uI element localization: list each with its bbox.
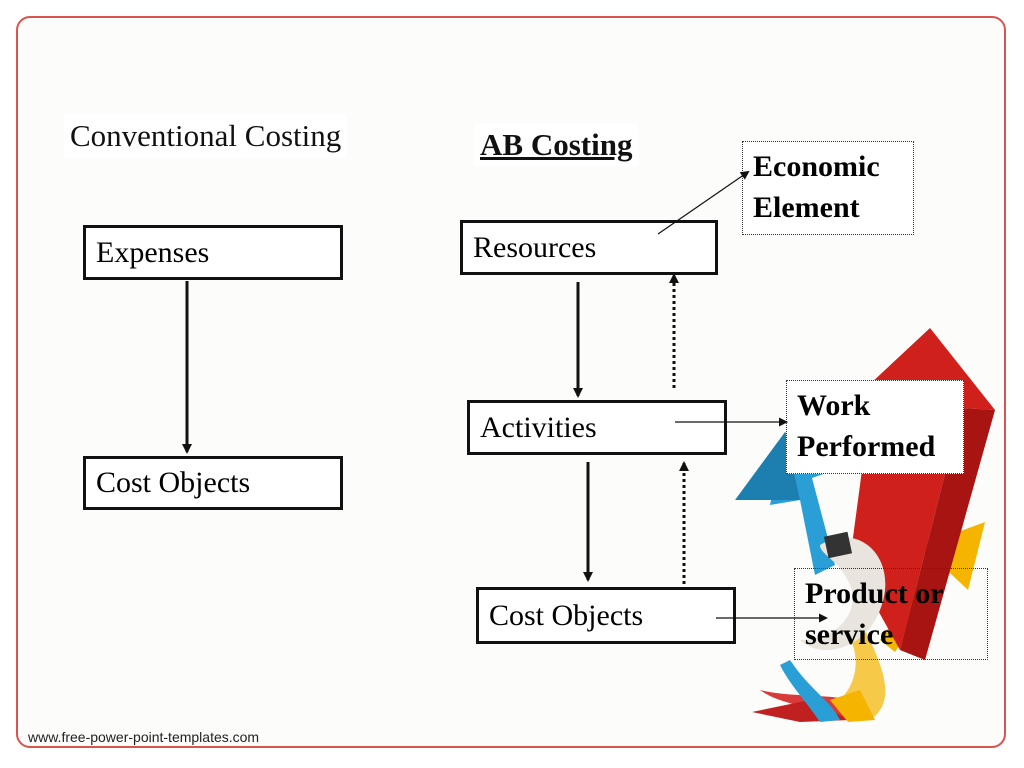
economic-element-note: Economic Element (742, 141, 914, 235)
product-or-service-note: Product or service (794, 568, 988, 660)
work-performed-note: Work Performed (786, 380, 964, 474)
conventional-cost-objects-box: Cost Objects (83, 456, 343, 510)
conventional-costing-title: Conventional Costing (64, 114, 348, 158)
activities-box: Activities (467, 400, 727, 455)
ab-cost-objects-label: Cost Objects (489, 598, 644, 632)
footer-url[interactable]: www.free-power-point-templates.com (28, 729, 260, 745)
conventional-cost-objects-label: Cost Objects (96, 466, 251, 499)
ab-cost-objects-box: Cost Objects (476, 587, 736, 644)
expenses-box: Expenses (83, 225, 343, 280)
ab-costing-title: AB Costing (474, 124, 639, 166)
resources-label: Resources (473, 230, 597, 264)
resources-box: Resources (460, 220, 718, 275)
activities-label: Activities (480, 410, 597, 444)
expenses-label: Expenses (96, 235, 210, 269)
